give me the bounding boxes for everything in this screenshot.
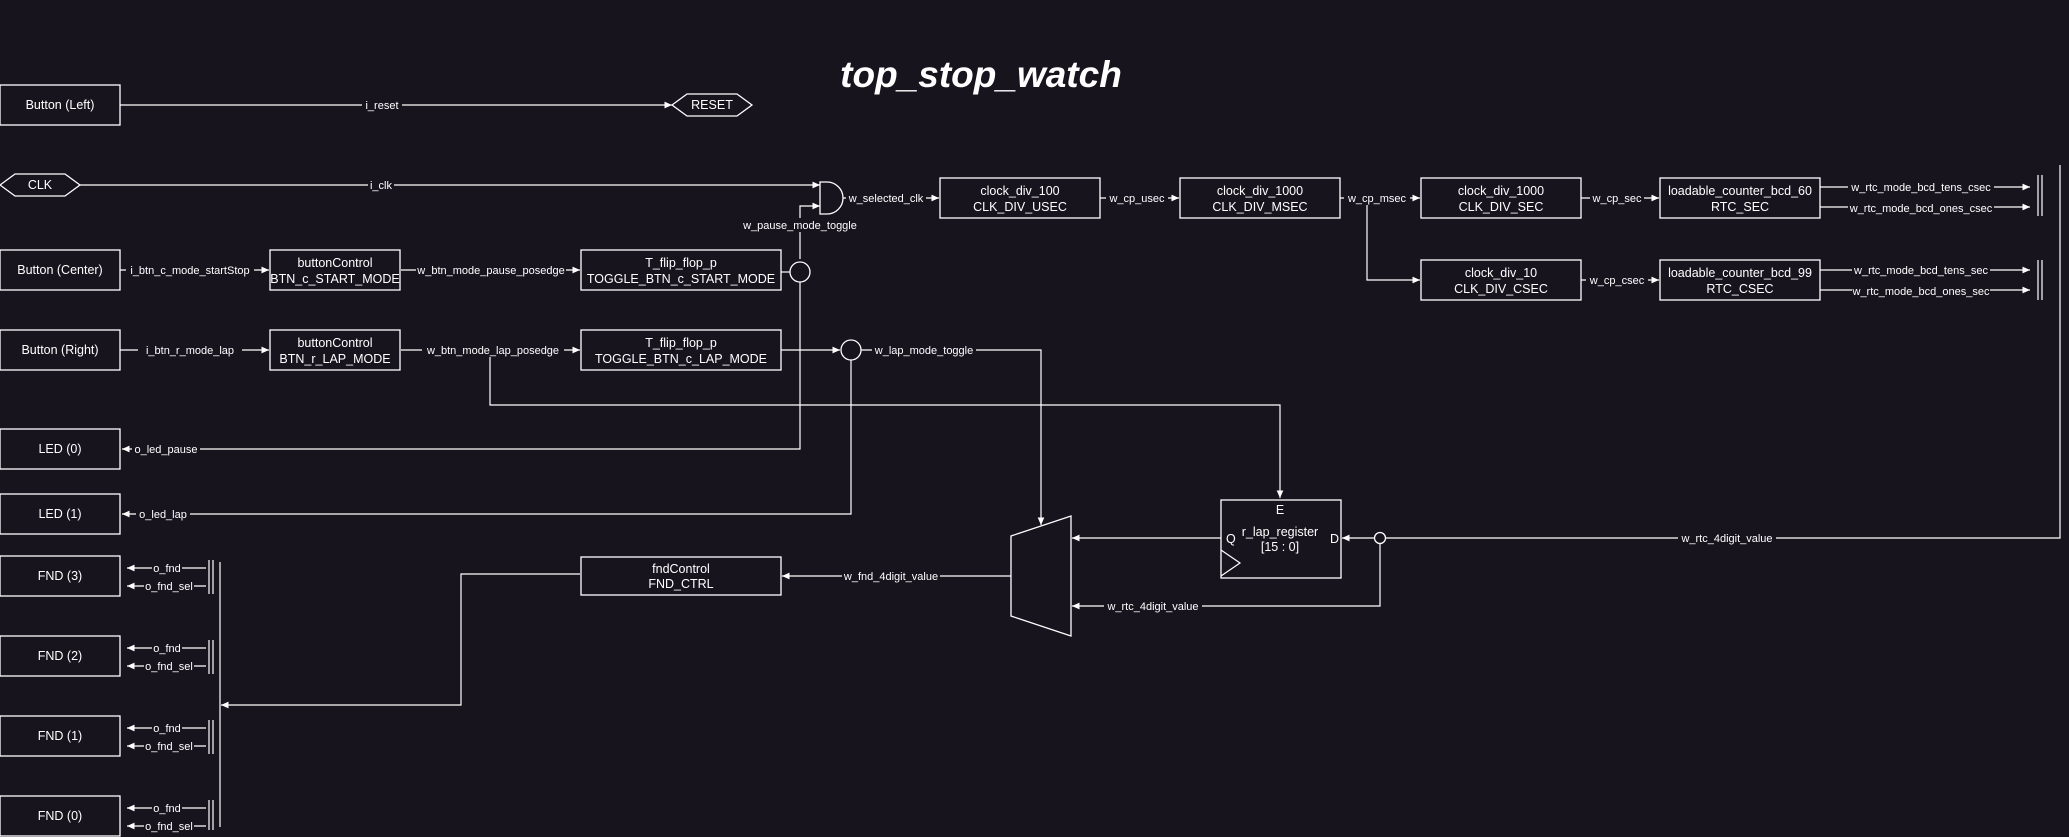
svg-text:T_flip_flop_p: T_flip_flop_p	[645, 256, 717, 270]
block-btn-r: buttonControl BTN_r_LAP_MODE	[269, 329, 401, 371]
svg-text:CLK_DIV_CSEC: CLK_DIV_CSEC	[1454, 282, 1548, 296]
label-i-btn-c: i_btn_c_mode_startStop	[130, 265, 249, 277]
label-i-reset: i_reset	[365, 100, 398, 112]
fnd-3: FND (3)	[0, 555, 121, 597]
svg-text:FND_CTRL: FND_CTRL	[648, 577, 713, 591]
label-o-fnd: o_fnd	[153, 563, 181, 575]
button-center: Button (Center)	[0, 249, 121, 291]
block-rtc-sec: loadable_counter_bcd_60 RTC_SEC	[1659, 177, 1821, 219]
svg-text:CLK_DIV_MSEC: CLK_DIV_MSEC	[1212, 200, 1307, 214]
svg-text:CLK: CLK	[28, 178, 53, 192]
svg-text:Button (Center): Button (Center)	[17, 263, 102, 277]
label-lap-toggle: w_lap_mode_toggle	[874, 345, 973, 357]
fnd-1: FND (1)	[0, 715, 121, 757]
svg-text:RESET: RESET	[691, 98, 733, 112]
svg-text:TOGGLE_BTN_c_LAP_MODE: TOGGLE_BTN_c_LAP_MODE	[595, 352, 767, 366]
block-btn-c: buttonControl BTN_c_START_MODE	[269, 249, 401, 291]
label-pause-toggle: w_pause_mode_toggle	[742, 220, 857, 232]
fnd-0: FND (0)	[0, 795, 121, 837]
blocks: buttonControl BTN_c_START_MODE buttonCon…	[269, 177, 1821, 637]
label-tens-csec: w_rtc_mode_bcd_tens_csec	[1850, 182, 1991, 194]
block-tff-r: T_flip_flop_p TOGGLE_BTN_c_LAP_MODE	[580, 329, 782, 371]
label-cp-sec: w_cp_sec	[1592, 193, 1642, 205]
svg-text:D: D	[1330, 532, 1339, 546]
svg-text:Button (Left): Button (Left)	[26, 98, 95, 112]
svg-text:TOGGLE_BTN_c_START_MODE: TOGGLE_BTN_c_START_MODE	[587, 272, 775, 286]
label-o-fnd: o_fnd	[153, 803, 181, 815]
svg-text:r_lap_register: r_lap_register	[1242, 525, 1318, 539]
ports: Button (Left) RESET CLK Button (Center) …	[0, 84, 754, 837]
label-o-fnd-sel: o_fnd_sel	[145, 661, 193, 673]
label-led-pause: o_led_pause	[134, 444, 197, 456]
label-o-fnd-sel: o_fnd_sel	[145, 821, 193, 833]
svg-text:clock_div_1000: clock_div_1000	[1458, 184, 1544, 198]
svg-text:FND (0): FND (0)	[38, 809, 82, 823]
svg-text:fndControl: fndControl	[652, 562, 710, 576]
label-tens-sec: w_rtc_mode_bcd_tens_sec	[1853, 265, 1988, 277]
svg-text:loadable_counter_bcd_60: loadable_counter_bcd_60	[1668, 184, 1812, 198]
label-o-fnd: o_fnd	[153, 723, 181, 735]
reset-port: RESET	[670, 93, 754, 117]
label-ones-sec: w_rtc_mode_bcd_ones_sec	[1852, 286, 1990, 298]
label-o-fnd-sel: o_fnd_sel	[145, 741, 193, 753]
svg-text:CLK_DIV_SEC: CLK_DIV_SEC	[1459, 200, 1544, 214]
and-gate	[819, 181, 844, 215]
label-selected-clk: w_selected_clk	[848, 193, 924, 205]
label-fnd-4digit: w_fnd_4digit_value	[843, 571, 938, 583]
svg-text:clock_div_100: clock_div_100	[980, 184, 1059, 198]
block-div-csec: clock_div_10 CLK_DIV_CSEC	[1420, 259, 1582, 301]
fnd-links	[127, 560, 214, 830]
label-cp-usec: w_cp_usec	[1108, 193, 1165, 205]
svg-text:BTN_c_START_MODE: BTN_c_START_MODE	[270, 272, 399, 286]
label-lap-posedge: w_btn_mode_lap_posedge	[426, 345, 559, 357]
label-rtc-4digit-a: w_rtc_4digit_value	[1680, 533, 1772, 545]
clk-port: CLK	[0, 173, 82, 197]
svg-text:T_flip_flop_p: T_flip_flop_p	[645, 336, 717, 350]
label-rtc-4digit-b: w_rtc_4digit_value	[1106, 601, 1198, 613]
led-0: LED (0)	[0, 428, 121, 470]
label-cp-msec: w_cp_msec	[1347, 193, 1407, 205]
fnd-2: FND (2)	[0, 635, 121, 677]
svg-text:clock_div_1000: clock_div_1000	[1217, 184, 1303, 198]
label-i-clk: i_clk	[370, 180, 393, 192]
label-led-lap: o_led_lap	[139, 509, 187, 521]
svg-text:LED (1): LED (1)	[38, 507, 81, 521]
svg-text:loadable_counter_bcd_99: loadable_counter_bcd_99	[1668, 266, 1812, 280]
svg-text:Button (Right): Button (Right)	[21, 343, 98, 357]
label-i-btn-r: i_btn_r_mode_lap	[146, 345, 234, 357]
block-lap-register: E Q D r_lap_register [15 : 0]	[1220, 499, 1342, 579]
svg-text:buttonControl: buttonControl	[297, 336, 372, 350]
label-o-fnd: o_fnd	[153, 643, 181, 655]
block-div-sec: clock_div_1000 CLK_DIV_SEC	[1420, 177, 1582, 219]
wire-labels: i_reset i_clk i_btn_c_mode_startStop w_b…	[126, 98, 1994, 833]
label-ones-csec: w_rtc_mode_bcd_ones_csec	[1849, 203, 1993, 215]
block-rtc-csec: loadable_counter_bcd_99 RTC_CSEC	[1659, 259, 1821, 301]
svg-text:FND (1): FND (1)	[38, 729, 82, 743]
svg-text:CLK_DIV_USEC: CLK_DIV_USEC	[973, 200, 1067, 214]
svg-text:FND (3): FND (3)	[38, 569, 82, 583]
block-tff-c: T_flip_flop_p TOGGLE_BTN_c_START_MODE	[580, 249, 782, 291]
label-o-fnd-sel: o_fnd_sel	[145, 581, 193, 593]
svg-text:LED (0): LED (0)	[38, 442, 81, 456]
svg-text:[15 : 0]: [15 : 0]	[1261, 540, 1299, 554]
diagram-title: top_stop_watch	[840, 54, 1122, 95]
button-right: Button (Right)	[0, 329, 121, 371]
button-left: Button (Left)	[0, 84, 121, 126]
svg-text:Q: Q	[1226, 532, 1236, 546]
block-div-usec: clock_div_100 CLK_DIV_USEC	[939, 177, 1101, 219]
multiplexer	[1010, 515, 1072, 637]
svg-text:E: E	[1276, 503, 1284, 517]
svg-text:FND (2): FND (2)	[38, 649, 82, 663]
label-cp-csec: w_cp_csec	[1589, 275, 1645, 287]
block-fnd-ctrl: fndControl FND_CTRL	[580, 556, 782, 596]
svg-text:clock_div_10: clock_div_10	[1465, 266, 1537, 280]
led-1: LED (1)	[0, 493, 121, 535]
label-pause-posedge: w_btn_mode_pause_posedge	[416, 265, 564, 277]
svg-text:BTN_r_LAP_MODE: BTN_r_LAP_MODE	[279, 352, 390, 366]
svg-text:buttonControl: buttonControl	[297, 256, 372, 270]
svg-text:RTC_SEC: RTC_SEC	[1711, 200, 1769, 214]
block-div-msec: clock_div_1000 CLK_DIV_MSEC	[1179, 177, 1341, 219]
svg-text:RTC_CSEC: RTC_CSEC	[1706, 282, 1773, 296]
